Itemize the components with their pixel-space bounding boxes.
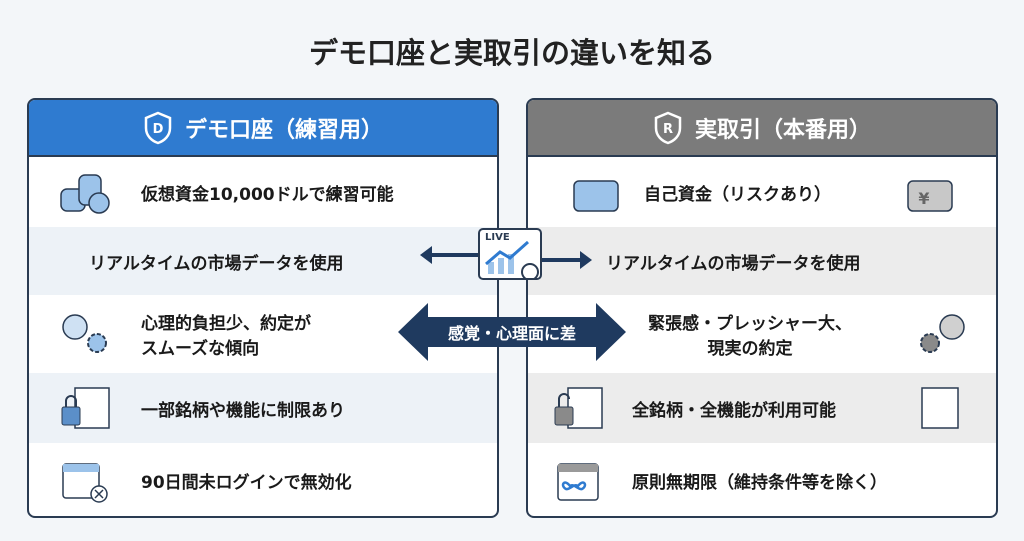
calendar-x-icon xyxy=(62,462,108,503)
svg-text:D: D xyxy=(153,122,164,137)
demo-panel: D デモ口座（練習用） 仮想資金10,000ドルで練習可能 リアルタイムの市場デ… xyxy=(27,98,499,518)
real-row-expiry: 原則無期限（維持条件等を除く） xyxy=(528,443,996,516)
real-row-market: リアルタイムの市場データを使用 xyxy=(528,227,996,295)
demo-header: D デモ口座（練習用） xyxy=(29,100,497,157)
real-row-psych: 緊張感・プレッシャー大、現実の約定 xyxy=(528,295,996,373)
stressed-face-gear-icon xyxy=(920,314,965,353)
real-title: 実取引（本番用） xyxy=(694,117,871,143)
demo-row-market: リアルタイムの市場データを使用 xyxy=(29,227,497,295)
svg-text:¥: ¥ xyxy=(918,189,929,208)
wallet-icon xyxy=(573,180,619,212)
real-panel: R 実取引（本番用） 自己資金（リスクあり） ¥ リアルタイムの市場データを使用… xyxy=(526,98,998,518)
svg-text:R: R xyxy=(663,122,673,137)
demo-row-psych: 心理的負担少、約定がスムーズな傾向 xyxy=(29,295,497,373)
unlock-list-icon xyxy=(554,387,603,429)
coins-icon xyxy=(60,174,110,214)
arrow-left-icon xyxy=(420,246,480,264)
psychology-difference-arrow: 感覚・心理面に差 xyxy=(398,303,626,361)
demo-row-expiry: 90日間未ログインで無効化 xyxy=(29,443,497,516)
calendar-infinity-icon xyxy=(557,462,599,501)
list-icon xyxy=(921,387,959,429)
real-row-funds: 自己資金（リスクあり） ¥ xyxy=(528,157,996,227)
real-header: R 実取引（本番用） xyxy=(528,100,996,157)
yen-wallet-icon: ¥ xyxy=(907,180,953,212)
demo-row-funds: 仮想資金10,000ドルで練習可能 xyxy=(29,157,497,227)
arrow-right-icon xyxy=(542,251,592,269)
demo-row-limits: 一部銘柄や機能に制限あり xyxy=(29,373,497,443)
shield-icon: R xyxy=(654,111,682,144)
relaxed-face-gear-icon xyxy=(62,314,107,353)
shield-icon: D xyxy=(144,111,172,144)
live-chart-icon: LIVE xyxy=(478,228,542,280)
lock-list-icon xyxy=(61,387,110,429)
demo-title: デモ口座（練習用） xyxy=(184,117,383,143)
page-title: デモ口座と実取引の違いを知る xyxy=(308,36,715,70)
real-row-access: 全銘柄・全機能が利用可能 xyxy=(528,373,996,443)
